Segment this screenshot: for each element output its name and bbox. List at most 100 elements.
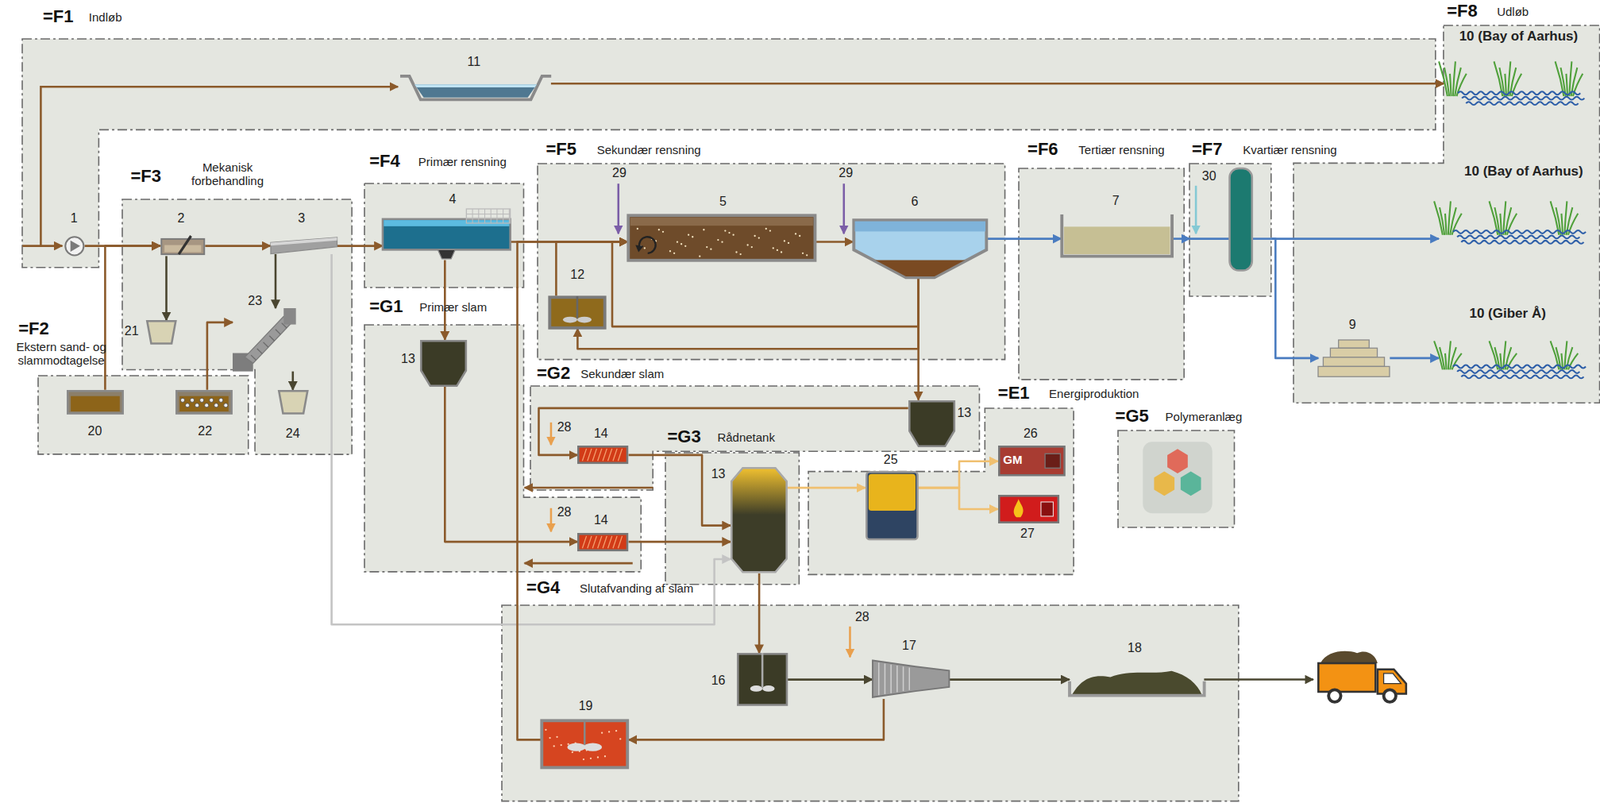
callout-number: 5 [719, 194, 727, 209]
drawing-part: 22 [197, 424, 213, 439]
truck [1318, 651, 1407, 702]
drawing-part [496, 208, 498, 224]
filter-inlet [1189, 237, 1230, 240]
area-code: =G3 [666, 426, 701, 447]
drawing-part [1439, 207, 1445, 236]
drawing-part [1338, 339, 1370, 348]
drawing-part [1153, 470, 1175, 496]
drawing-part [783, 239, 786, 242]
drawing-part: =E1 [998, 382, 1030, 403]
drawing-part: Polymeranlæg [1165, 409, 1243, 424]
drawing-part [275, 329, 281, 335]
drawing-part: 20 [88, 424, 103, 439]
callout-number: 2 [177, 211, 186, 226]
process-unit: 14 [577, 445, 629, 464]
drawing-part: 12 [570, 267, 585, 282]
drawing-part [146, 321, 176, 344]
drawing-part [687, 233, 690, 236]
drawing-part [613, 535, 617, 548]
drawing-part [673, 251, 675, 254]
drawing-part [717, 239, 720, 241]
drawing-part [548, 296, 606, 329]
flow-line [555, 242, 628, 297]
drawing-part [1453, 364, 1586, 368]
drawing-part: 29 [838, 165, 853, 181]
area-outline [1189, 163, 1272, 297]
drawing-part [185, 402, 189, 407]
drawing-part [1384, 673, 1402, 684]
drawing-part [1457, 370, 1580, 374]
drawing-part [400, 76, 552, 101]
drawing-part [872, 659, 949, 697]
drawing-part [566, 742, 586, 751]
drawing-part: Primær slam [419, 300, 487, 314]
drawing-part [630, 217, 814, 226]
drawing-part [1071, 670, 1202, 696]
drawing-part [1330, 347, 1378, 358]
drawing-part [1318, 663, 1376, 692]
drawing-part [1377, 669, 1407, 694]
drawing-part [283, 308, 296, 325]
flow-line [577, 278, 918, 350]
area-outline [1118, 430, 1234, 528]
area-code: =F6 [1027, 138, 1059, 159]
drawing-part [736, 652, 788, 706]
drawing-part [1438, 328, 1587, 380]
drawing-part: 4 [448, 192, 456, 207]
drawing-part [1328, 689, 1341, 702]
drawing-part [250, 354, 256, 360]
drawing-part: Udløb [1496, 4, 1529, 19]
process-area: =F6Tertiær rensning7 [1018, 168, 1184, 380]
area-border [501, 605, 1239, 802]
area-code: =F3 [130, 165, 162, 186]
drawing-part [593, 448, 598, 461]
area-border [537, 163, 1006, 360]
drawing-part [608, 730, 610, 733]
drawing-part [582, 448, 587, 461]
area-code: =F7 [1191, 138, 1223, 159]
return-line [524, 486, 654, 490]
drawing-part [548, 736, 551, 739]
drawing-part [270, 237, 338, 255]
process-unit: 11 [400, 73, 552, 102]
drawing-part [1060, 214, 1173, 258]
drawing-part [608, 535, 613, 548]
process-unit: 13 [730, 466, 788, 574]
process-unit: 23 [232, 308, 297, 372]
process-unit: 16 [736, 652, 788, 706]
area-title: Udløb [1496, 4, 1529, 19]
process-unit: 9 [1318, 339, 1390, 377]
polymer-arrow [848, 626, 852, 658]
area-title: Sekundær slam [580, 366, 664, 381]
drawing-part [878, 662, 880, 695]
drawing-part [761, 652, 764, 688]
drawing-part [571, 751, 574, 753]
process-unit: 4 [382, 208, 511, 260]
drawing-part [540, 719, 629, 769]
callout-number: 16 [711, 673, 726, 688]
drawing-part [270, 237, 338, 255]
drawing-part [705, 246, 708, 248]
drawing-part: 9 [1349, 317, 1357, 332]
drawing-part [619, 737, 621, 740]
callout-number: 13 [711, 466, 726, 482]
callout-number: 28 [855, 609, 870, 625]
drawing-part [732, 233, 735, 236]
callout-number: 30 [1202, 169, 1217, 184]
drawing-part [587, 448, 592, 461]
drawing-part [908, 400, 952, 446]
callout-number: 25 [883, 452, 899, 467]
flow-line [207, 322, 233, 390]
callout-number: 23 [247, 293, 263, 309]
area-title: Rådnetank [717, 430, 775, 444]
drawing-part [747, 243, 749, 246]
callout-number: 6 [911, 194, 919, 209]
drawing-part [1443, 49, 1587, 107]
dosing-arrow [1195, 185, 1198, 234]
drawing-part: =F7 [1191, 138, 1223, 159]
flow-line [628, 454, 732, 526]
area-code: =F1 [42, 6, 74, 27]
drawing-part: 25 [883, 452, 899, 467]
drawing-part [865, 470, 919, 540]
